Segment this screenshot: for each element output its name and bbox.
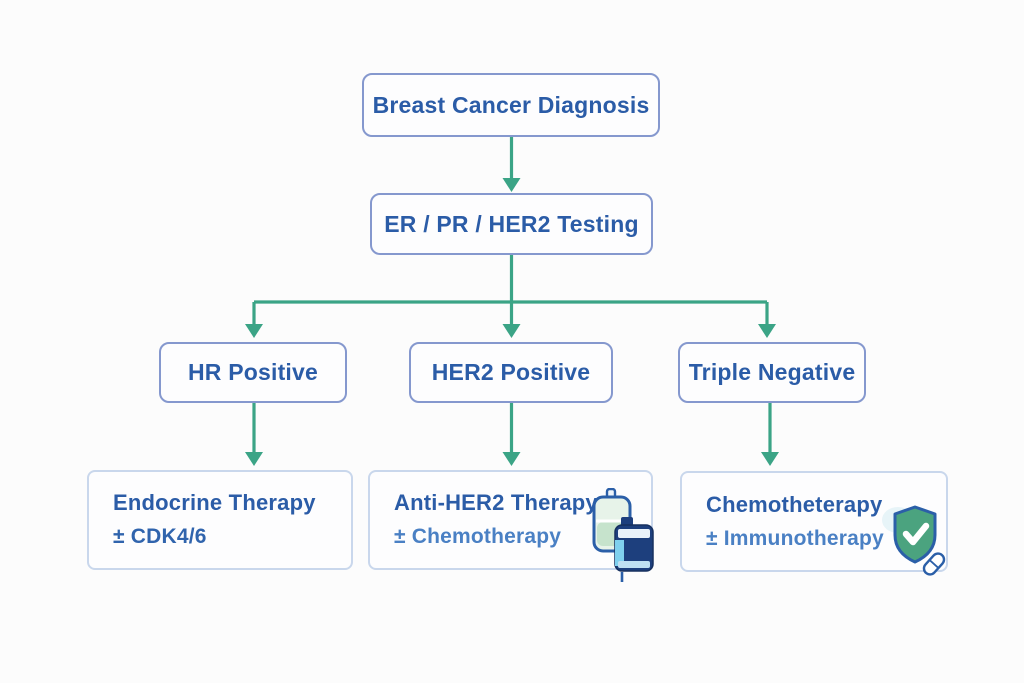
node-label-line1: Endocrine Therapy: [113, 490, 316, 515]
node-label: Breast Cancer Diagnosis: [372, 91, 650, 118]
node-label: HER2 Positive: [431, 359, 591, 385]
node-endocrine-therapy: Endocrine Therapy ± CDK4/6: [87, 470, 353, 570]
node-hr-positive: HR Positive: [159, 342, 347, 403]
node-label-line1: Anti-HER2 Therapy: [394, 490, 598, 515]
node-breast-cancer-diagnosis: Breast Cancer Diagnosis: [362, 73, 660, 137]
node-chemo-immunotherapy: Chemotheterapy ± Immunotherapy: [680, 471, 948, 576]
node-her2-positive: HER2 Positive: [409, 342, 613, 403]
iv-infusion-icon: [592, 488, 654, 582]
node-label: ER / PR / HER2 Testing: [384, 210, 639, 237]
node-anti-her2-therapy: Anti-HER2 Therapy ± Chemotherapy: [368, 470, 654, 582]
node-label-line2: ± Chemotherapy: [394, 525, 562, 548]
node-triple-negative: Triple Negative: [678, 342, 866, 403]
node-er-pr-her2-testing: ER / PR / HER2 Testing: [370, 193, 653, 255]
shield-check-icon: [882, 505, 946, 576]
node-label: HR Positive: [187, 359, 318, 385]
node-label-line2: ± CDK4/6: [113, 525, 207, 548]
node-label: Triple Negative: [688, 359, 856, 385]
node-label-line1: Chemotheterapy: [706, 491, 883, 517]
node-label-line2: ± Immunotherapy: [706, 526, 884, 550]
